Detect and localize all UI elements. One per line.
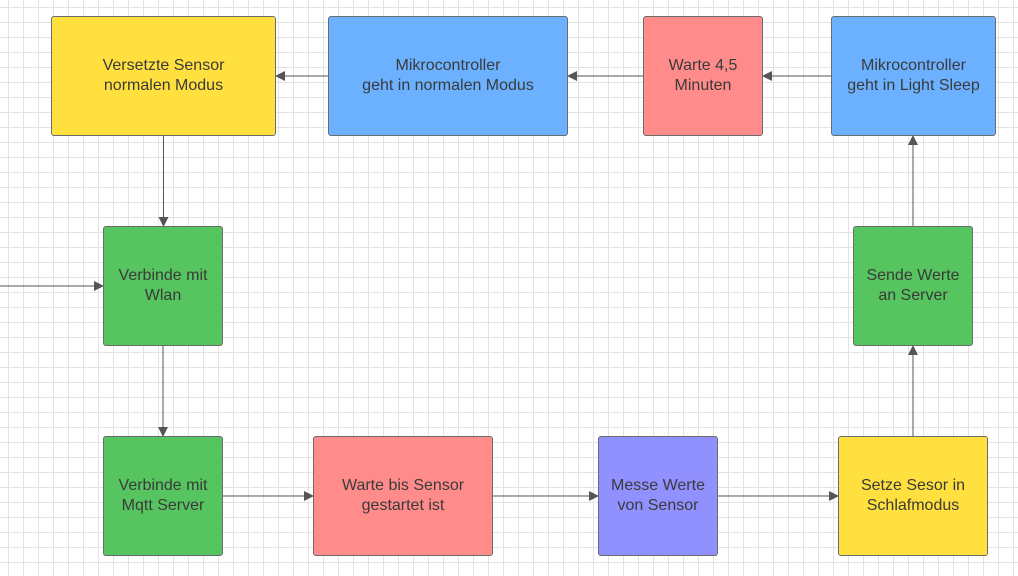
node-label: Warte bis Sensor gestartet ist — [341, 477, 465, 514]
node-verbinde-wlan[interactable]: Verbinde mit Wlan — [103, 226, 223, 346]
node-label: Setze Sesor in Schlafmodus — [860, 477, 966, 514]
node-mikrocontroller-light-sleep[interactable]: Mikrocontroller geht in Light Sleep — [831, 16, 996, 136]
node-messe-werte[interactable]: Messe Werte von Sensor — [598, 436, 718, 556]
node-label: Mikrocontroller geht in normalen Modus — [362, 57, 534, 94]
node-warte-4-5-minuten[interactable]: Warte 4,5 Minuten — [643, 16, 763, 136]
node-label: Messe Werte von Sensor — [611, 477, 705, 514]
node-label: Versetzte Sensor normalen Modus — [102, 57, 225, 94]
node-label: Mikrocontroller geht in Light Sleep — [847, 57, 980, 94]
node-warte-bis-sensor[interactable]: Warte bis Sensor gestartet ist — [313, 436, 493, 556]
node-sende-werte[interactable]: Sende Werte an Server — [853, 226, 973, 346]
node-label: Warte 4,5 Minuten — [668, 57, 738, 94]
node-verbinde-mqtt[interactable]: Verbinde mit Mqtt Server — [103, 436, 223, 556]
node-versetzte-sensor[interactable]: Versetzte Sensor normalen Modus — [51, 16, 276, 136]
node-label: Sende Werte an Server — [866, 267, 960, 304]
node-label: Verbinde mit Wlan — [118, 267, 208, 304]
node-mikrocontroller-normal[interactable]: Mikrocontroller geht in normalen Modus — [328, 16, 568, 136]
node-setze-sensor-schlafmodus[interactable]: Setze Sesor in Schlafmodus — [838, 436, 988, 556]
node-label: Verbinde mit Mqtt Server — [118, 477, 208, 514]
